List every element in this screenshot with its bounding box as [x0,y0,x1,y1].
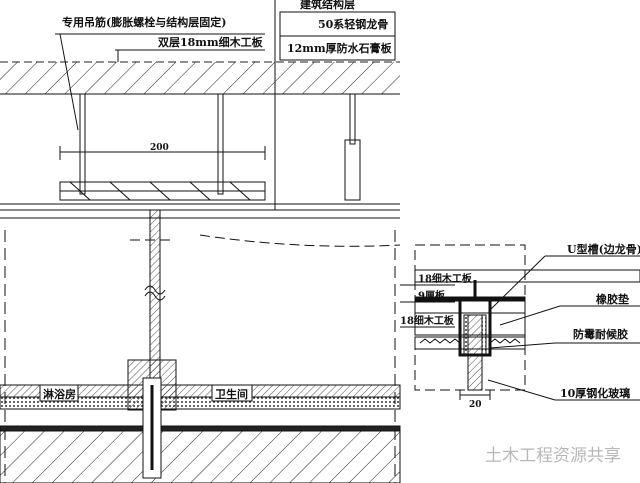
dimension-20-label: 20 [469,400,482,410]
top-leaders [55,0,396,210]
double-blockboard [0,181,400,219]
dimension-200 [59,146,266,160]
detail-enlargement [400,244,640,401]
hanger-rods [79,93,361,201]
label-gypsum-board: 12mm厚防水石膏板 [287,41,393,55]
label-blockboard-top: 18细木工板 [418,272,473,285]
label-u-channel: U型槽(边龙骨) [567,242,640,256]
label-plywood-9: 9厘板 [418,289,446,302]
floor-layers [0,359,401,483]
label-blockboard-bottom: 18细木工板 [400,314,455,327]
label-hanger-rod: 专用吊筋(膨胀螺栓与结构层固定) [62,15,226,29]
label-bathroom: 卫生间 [215,387,248,401]
label-tempered-glass: 10厚钢化玻璃 [560,386,630,400]
label-shower-room: 淋浴房 [43,387,76,401]
dimension-200-label: 200 [150,143,169,153]
label-light-steel-keel: 50系轻钢龙骨 [318,17,388,31]
ceiling-slab [0,61,400,95]
glass-panel [4,209,401,483]
watermark: 土木工程资源共享 [485,446,621,466]
label-double-blockboard: 双层18mm细木工板 [158,35,264,49]
label-sealant: 防霉耐候胶 [573,327,628,341]
label-structure-layer: 建筑结构层 [300,0,355,11]
label-rubber-pad: 橡胶垫 [596,292,629,306]
